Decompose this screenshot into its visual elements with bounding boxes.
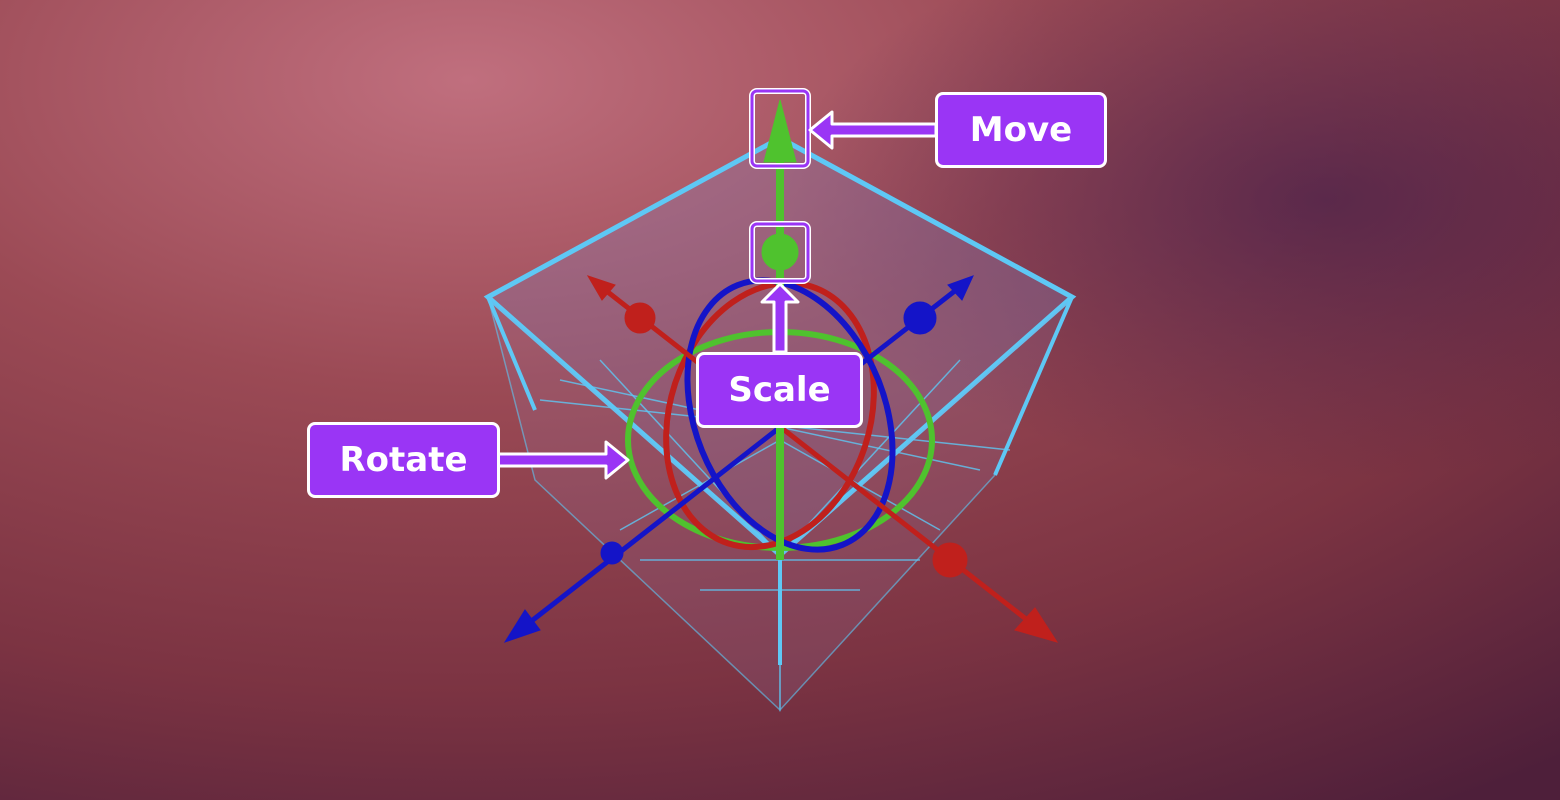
scale-handle — [761, 233, 799, 271]
callout-arrows — [496, 110, 938, 480]
x-axis-handles[interactable] — [586, 275, 1059, 643]
move-handle — [763, 99, 797, 163]
z-axis-handles[interactable] — [503, 275, 974, 643]
rotate-label: Rotate — [307, 422, 500, 498]
highlight-boxes-inner — [750, 89, 810, 283]
scale-label: Scale — [696, 352, 863, 428]
move-label: Move — [935, 92, 1107, 168]
